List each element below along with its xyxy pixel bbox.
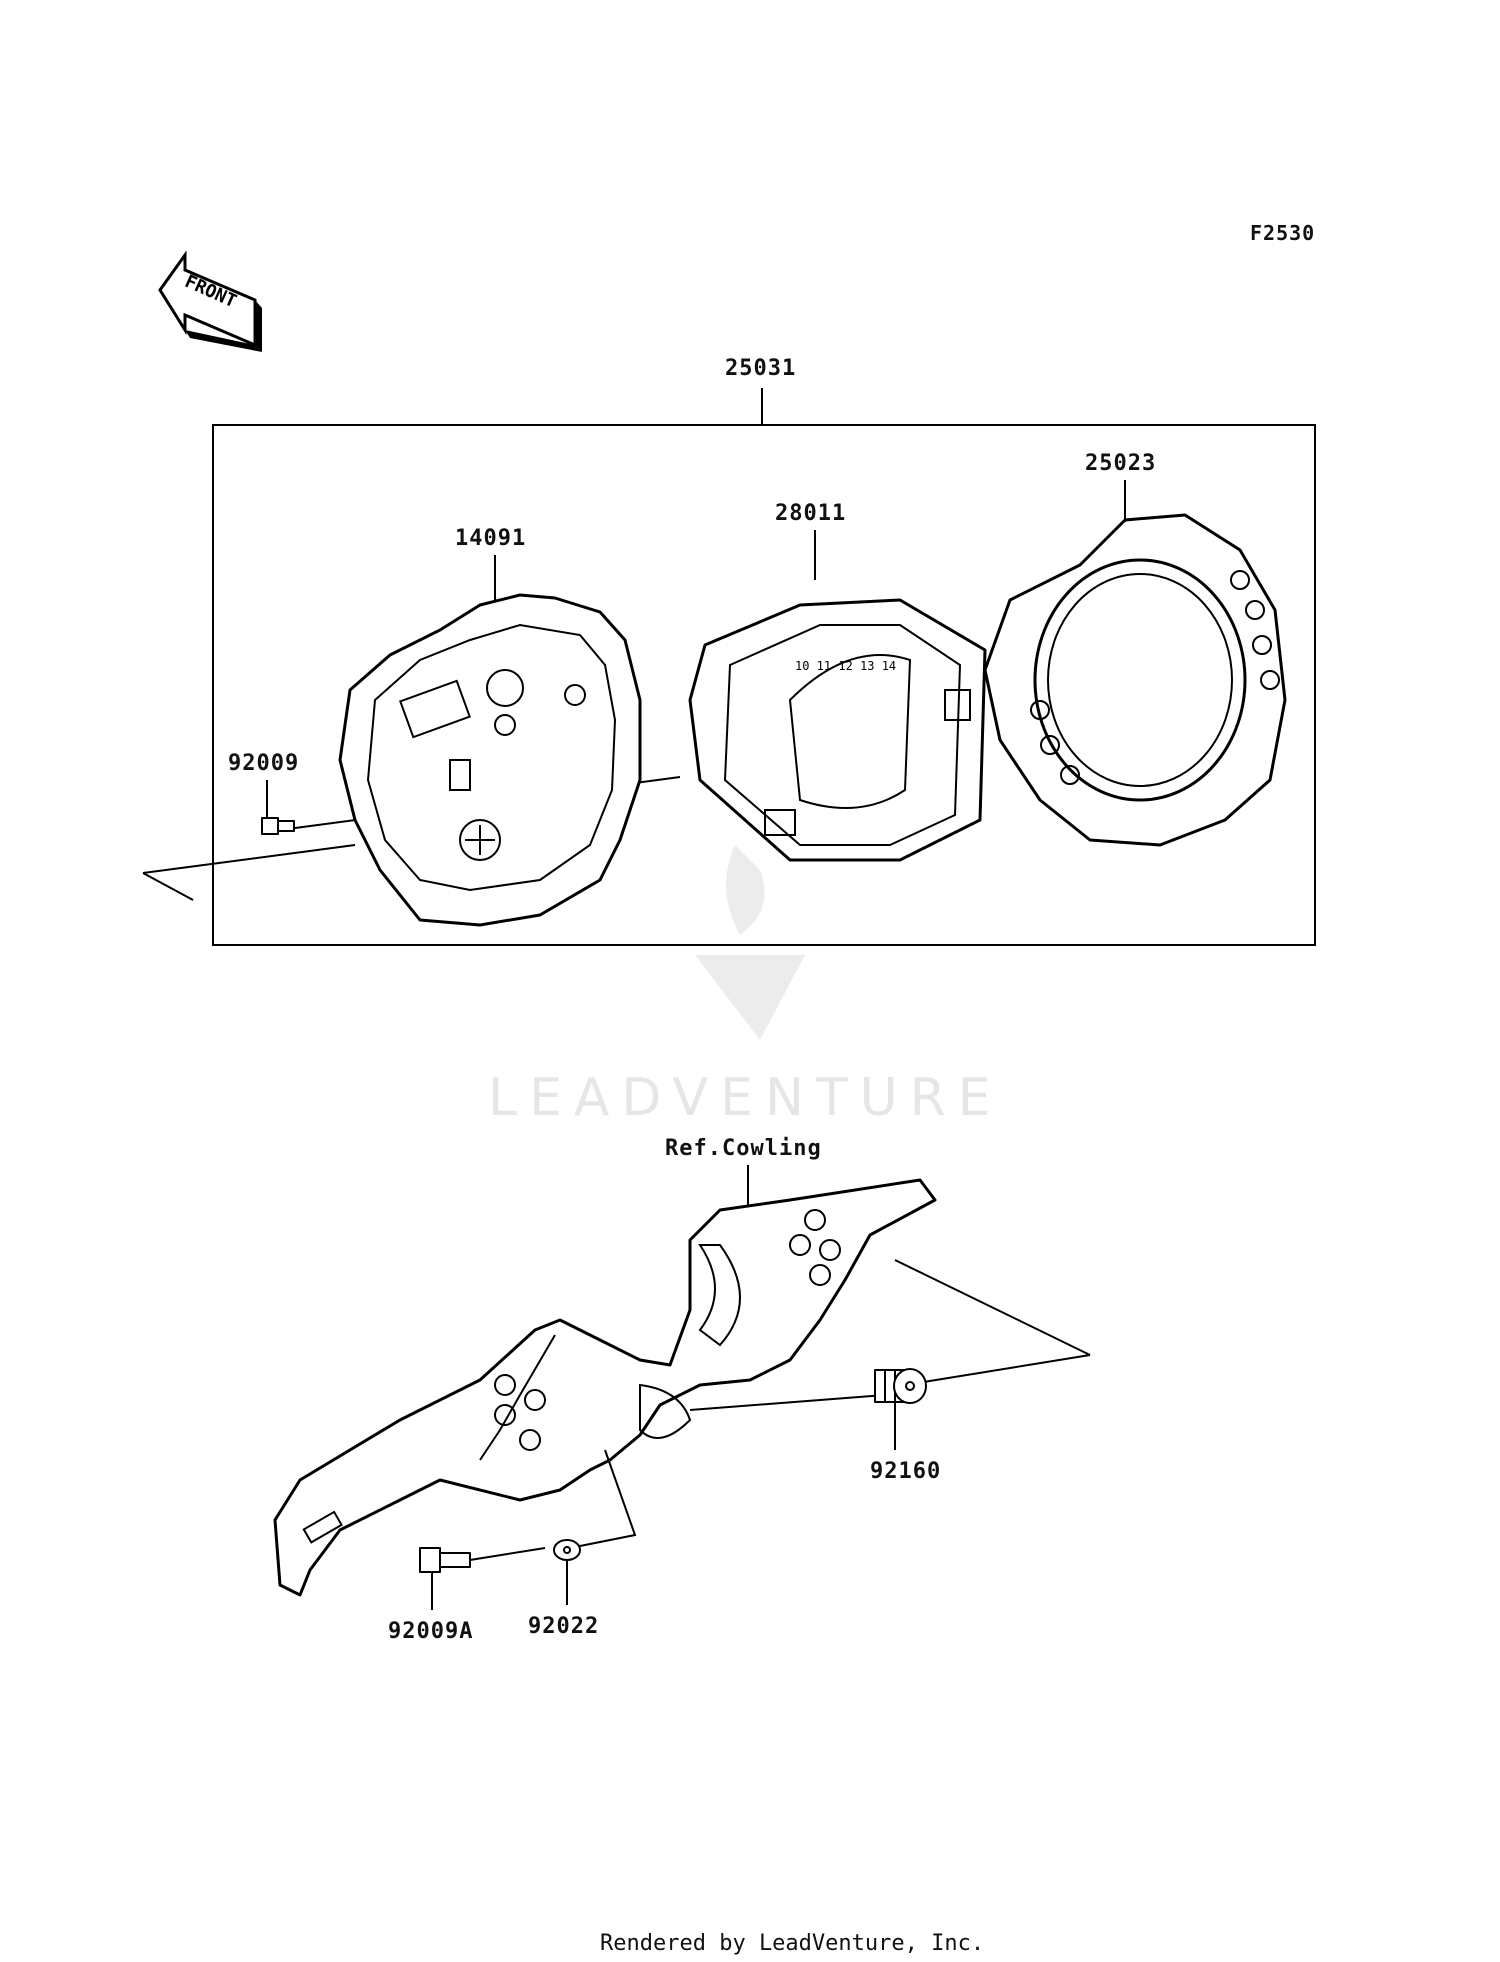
label-14091: 14091 (455, 526, 526, 551)
label-28011: 28011 (775, 501, 846, 526)
label-25023: 25023 (1085, 451, 1156, 476)
watermark: LEADVENTURE (488, 845, 1003, 1128)
label-92160: 92160 (870, 1459, 941, 1484)
label-92009: 92009 (228, 751, 299, 776)
footer-credit: Rendered by LeadVenture, Inc. (600, 1931, 984, 1956)
meter-unit-28011: 10 11 12 13 14 (688, 598, 987, 862)
screw-92009a-icon (419, 1547, 471, 1573)
washer-92022-icon (553, 1539, 581, 1561)
label-92009a: 92009A (388, 1619, 473, 1644)
assembly-bracket (212, 424, 1316, 946)
damper-92160-icon (874, 1368, 927, 1404)
screw-92009-icon (261, 817, 295, 835)
label-92022: 92022 (528, 1614, 599, 1639)
meter-case-lower-14091 (338, 593, 642, 927)
label-25031: 25031 (725, 356, 796, 381)
watermark-text: LEADVENTURE (488, 1068, 1003, 1128)
cowling-bracket (273, 1178, 937, 1597)
meter-case-upper-25023 (983, 513, 1287, 847)
diagram-code: F2530 (1250, 221, 1315, 245)
svg-text:10 11 12 13 14: 10 11 12 13 14 (795, 659, 896, 673)
front-arrow-icon: FRONT (158, 250, 262, 352)
label-ref-cowling: Ref.Cowling (665, 1136, 822, 1161)
